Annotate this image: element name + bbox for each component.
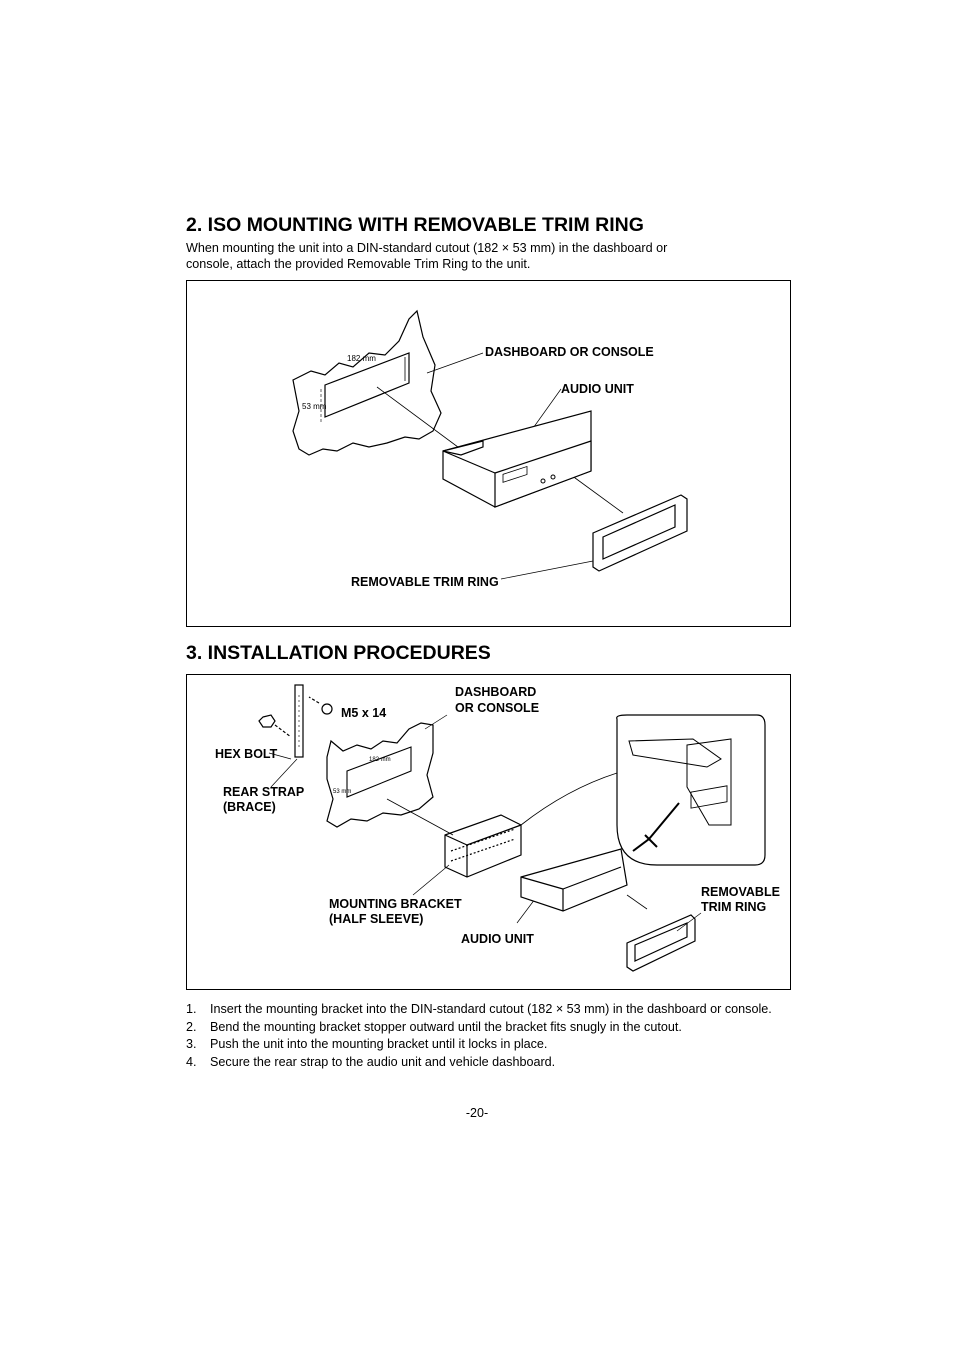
cutout-opening	[324, 352, 410, 418]
trim-ring-shape	[626, 914, 696, 972]
trim-ring-shape	[592, 494, 688, 572]
step-item: 1.Insert the mounting bracket into the D…	[186, 1002, 772, 1016]
iso-mounting-figure: 182 mm 53 mm DASHBOARD OR CONSOLE AUDIO …	[186, 280, 791, 627]
audio-unit-label: AUDIO UNIT	[561, 382, 634, 396]
dashboard-panel-shape	[326, 722, 434, 828]
section-3-heading: 3. INSTALLATION PROCEDURES	[186, 642, 491, 664]
step-item: 2.Bend the mounting bracket stopper outw…	[186, 1019, 682, 1034]
bracket-label-line2: (HALF SLEEVE)	[329, 912, 423, 926]
audio-unit-box	[442, 410, 592, 508]
screwdriver-icon	[632, 802, 680, 852]
step-item: 4.Secure the rear strap to the audio uni…	[186, 1054, 556, 1069]
section-2-intro: When mounting the unit into a DIN-standa…	[186, 240, 746, 272]
m5-screw-shape	[308, 696, 333, 715]
cutout-height-dim: 53 mm	[333, 789, 351, 795]
installation-diagram: 182 mm 53 mm	[215, 684, 780, 972]
dashboard-label-line1: DASHBOARD	[455, 685, 536, 699]
cutout-width-dim: 182 mm	[347, 354, 376, 363]
intro-line-1: When mounting the unit into a DIN-standa…	[186, 241, 668, 255]
mounting-bracket-shape	[444, 814, 522, 878]
installation-figure: 182 mm 53 mm	[186, 674, 791, 990]
step-item: 3.Push the unit into the mounting bracke…	[186, 1037, 548, 1052]
rear-strap-label-line1: REAR STRAP	[223, 785, 304, 799]
rear-strap-label-line2: (BRACE)	[223, 800, 276, 814]
cutout-opening	[346, 746, 412, 798]
bracket-label-line1: MOUNTING BRACKET	[329, 897, 462, 911]
screw-label: M5 x 14	[341, 706, 386, 720]
hex-bolt-shape	[258, 714, 292, 738]
audio-unit-box	[520, 848, 628, 912]
cutout-height-dim: 53 mm	[302, 402, 327, 411]
cutout-width-dim: 182 mm	[369, 757, 391, 763]
hex-bolt-label: HEX BOLT	[215, 747, 278, 761]
rear-strap-shape	[294, 684, 304, 758]
dashboard-label-line2: OR CONSOLE	[455, 701, 539, 715]
trim-ring-label-line2: TRIM RING	[701, 900, 766, 914]
audio-unit-label: AUDIO UNIT	[461, 932, 534, 946]
trim-ring-label: REMOVABLE TRIM RING	[351, 575, 499, 589]
section-2-heading: 2. ISO MOUNTING WITH REMOVABLE TRIM RING	[186, 214, 644, 236]
intro-line-2: console, attach the provided Removable T…	[186, 257, 531, 271]
dashboard-label: DASHBOARD OR CONSOLE	[485, 345, 654, 359]
page-number: -20-	[465, 1106, 489, 1120]
dashboard-panel-shape	[292, 309, 442, 456]
installation-steps: 1.Insert the mounting bracket into the D…	[186, 1001, 772, 1071]
iso-mounting-diagram: 182 mm 53 mm DASHBOARD OR CONSOLE AUDIO …	[292, 309, 688, 589]
inset-detail-frame	[616, 714, 766, 866]
trim-ring-label-line1: REMOVABLE	[701, 885, 780, 899]
